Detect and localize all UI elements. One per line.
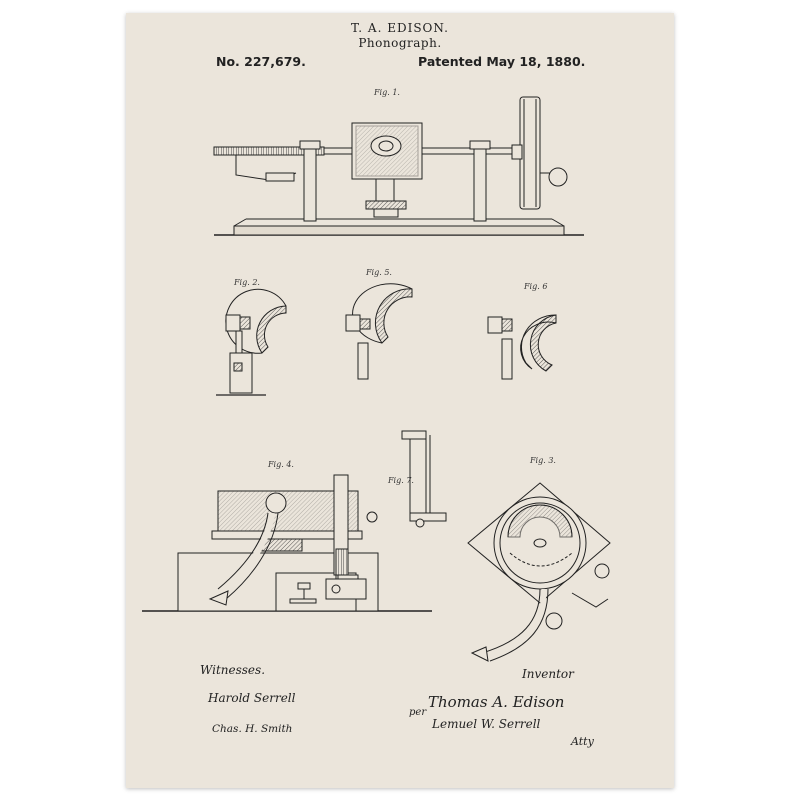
witness-signature: Harold Serrell: [208, 691, 296, 705]
fig4-drawing: [142, 474, 432, 612]
fig7-drawing: [401, 430, 447, 528]
fig3-caption: Fig. 3.: [529, 456, 556, 465]
fig1-caption: Fig. 1.: [373, 88, 400, 97]
attorney-suffix: Atty: [571, 735, 594, 748]
fig6-drawing: [487, 314, 557, 380]
fig3-drawing: [467, 482, 611, 662]
attorney-signature: Lemuel W. Serrell: [432, 717, 541, 731]
fig2-drawing: [216, 288, 287, 396]
fig5-drawing: [345, 283, 413, 380]
fig4-caption: Fig. 4.: [267, 460, 294, 469]
fig2-caption: Fig. 2.: [233, 278, 260, 287]
fig1-drawing: [213, 96, 584, 236]
fig6-caption: Fig. 6: [523, 282, 547, 291]
inventor-signature: Thomas A. Edison: [428, 693, 565, 711]
fig7-caption: Fig. 7.: [387, 476, 414, 485]
patent-date: Patented May 18, 1880.: [418, 54, 586, 69]
patent-number: No. 227,679.: [216, 54, 306, 69]
patent-sheet: Fig. 1. Fig. 2. Fig. 5.: [126, 13, 674, 788]
patent-drawing: Fig. 1. Fig. 2. Fig. 5.: [142, 88, 611, 662]
patent-title: Phonograph.: [358, 36, 442, 50]
per-label: per: [409, 707, 427, 718]
fig5-caption: Fig. 5.: [365, 268, 392, 277]
witness-signature: Chas. H. Smith: [212, 723, 293, 735]
witnesses-heading: Witnesses.: [200, 663, 266, 677]
inventor-header: T. A. EDISON.: [351, 21, 449, 35]
inventor-heading: Inventor: [522, 667, 574, 681]
